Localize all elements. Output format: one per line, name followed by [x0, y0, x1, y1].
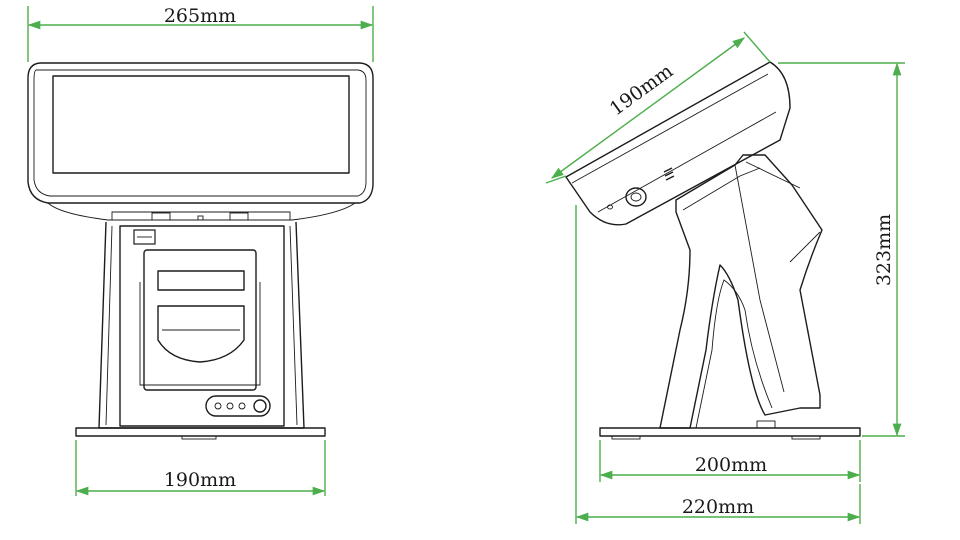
indicator-led-icon — [214, 402, 222, 410]
indicator-led-icon — [226, 402, 234, 410]
power-button-icon — [253, 399, 267, 413]
side-view: 190mm 323mm 200mm 220mm — [545, 31, 905, 524]
dimension-label: 190mm — [606, 60, 677, 120]
camera-icon — [625, 187, 647, 207]
side-stand — [659, 154, 823, 429]
front-hinge — [111, 211, 291, 221]
dimension-side-depth-base: 200mm — [599, 440, 861, 482]
dimension-label: 265mm — [164, 5, 236, 27]
dimension-side-height: 323mm — [778, 62, 905, 437]
front-button-panel — [205, 395, 271, 417]
front-printer — [139, 249, 261, 391]
dimension-label: 190mm — [164, 469, 236, 491]
front-stand-body — [98, 221, 305, 429]
front-display-housing — [27, 62, 374, 221]
dimension-label: 220mm — [682, 496, 754, 518]
dimension-front-width-top: 265mm — [27, 5, 374, 62]
dimension-front-width-base: 190mm — [75, 440, 326, 496]
front-screen — [52, 75, 350, 174]
front-base-plate — [75, 427, 326, 440]
indicator-led-icon — [238, 402, 246, 410]
side-base-plate — [599, 420, 861, 440]
printer-paper-door — [157, 305, 245, 363]
front-view: 265mm 190mm — [27, 5, 374, 496]
dimension-label: 323mm — [873, 214, 895, 286]
dimension-side-screen-length: 190mm — [545, 31, 771, 184]
dimension-label: 200mm — [695, 454, 767, 476]
dimension-side-depth-total: 220mm — [575, 205, 861, 524]
